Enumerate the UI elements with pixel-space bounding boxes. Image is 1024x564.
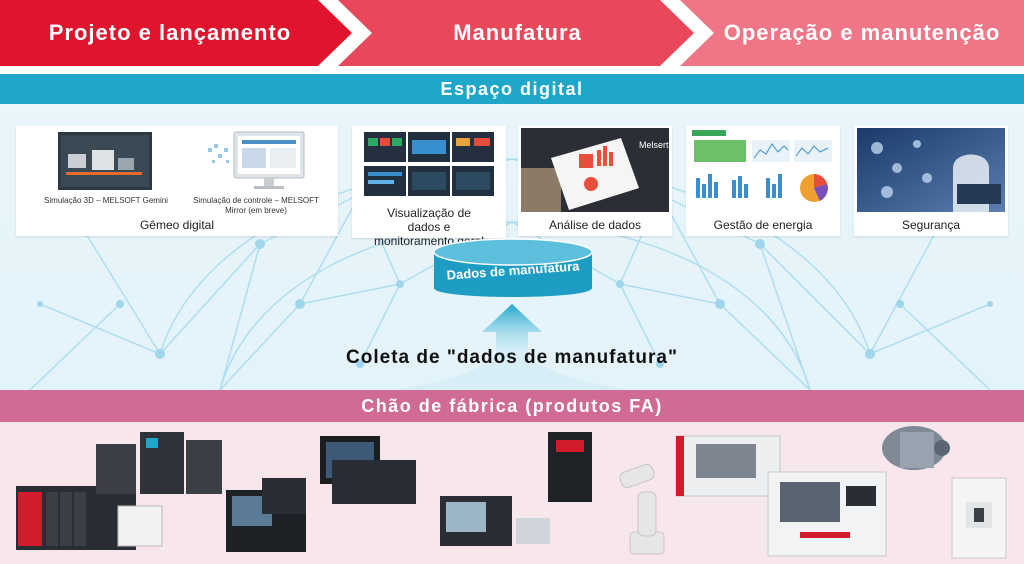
plc-icon xyxy=(16,486,163,550)
phase-label-manufacturing: Manufatura xyxy=(453,20,582,45)
circuit-breaker-icon xyxy=(951,477,1007,559)
collection-label: Coleta de "dados de manufatura" xyxy=(346,347,678,368)
phase-label-design: Projeto e lançamento xyxy=(48,20,292,45)
card-visualization: Visualização de dados e monitoramento ge… xyxy=(352,126,506,248)
digital-space-band: Espaço digital xyxy=(0,74,1024,104)
caption-3d-simulation: Simulação 3D – MELSOFT Gemini xyxy=(44,196,168,205)
card-caption-security: Segurança xyxy=(901,218,961,232)
security-cloud-icon xyxy=(857,128,1005,212)
phase-arrows-shapes xyxy=(0,0,1024,66)
monitor-icon xyxy=(208,131,305,189)
thumb-control-simulation xyxy=(206,130,306,196)
brand-text: Melsert xyxy=(639,140,669,150)
database-icon xyxy=(433,238,593,297)
shop-floor-products xyxy=(0,422,1024,564)
card-digital-twin: Simulação 3D – MELSOFT Gemini Simulação … xyxy=(16,126,338,236)
card-caption-energy-management: Gestão de energia xyxy=(713,218,813,232)
card-caption-data-analysis: Análise de dados xyxy=(548,218,642,232)
robot-arm-icon xyxy=(619,463,665,555)
hmi-icon xyxy=(320,436,550,546)
card-energy-management: Gestão de energia xyxy=(686,126,840,236)
thumb-3d-simulation xyxy=(58,132,152,190)
card-security: Segurança xyxy=(854,126,1008,236)
laser-machine-icon xyxy=(675,435,781,497)
card-caption-digital-twin: Gêmeo digital xyxy=(139,218,215,232)
shop-floor-band: Chão de fábrica (produtos FA) xyxy=(0,390,1024,422)
inverter-icon xyxy=(548,432,592,502)
caption-control-simulation: Simulação de controle – MELSOFT Mirror (… xyxy=(193,196,319,215)
energy-dashboard-icon xyxy=(692,130,832,202)
motor-icon xyxy=(882,426,950,470)
card-data-analysis: Melsert Análise de dados xyxy=(518,126,672,236)
phase-arrow-operation xyxy=(680,0,1024,66)
tablet-analytics-icon: Melsert xyxy=(521,128,669,212)
phase-label-operation: Operação e manutenção xyxy=(723,20,1001,45)
thumb-security xyxy=(857,128,1005,212)
edm-machine-icon xyxy=(767,471,887,557)
3d-sim-icon xyxy=(61,135,149,187)
upward-arrow-icon xyxy=(392,304,632,390)
thumb-visualization xyxy=(362,130,496,200)
thumb-energy-management xyxy=(690,128,836,212)
dashboard-screens-icon xyxy=(364,132,494,196)
phase-arrow-design xyxy=(0,0,352,66)
phase-arrows: Projeto e lançamento Manufatura Operação… xyxy=(0,0,1024,66)
servo-drive-icon xyxy=(96,432,222,494)
phase-arrow-manufacturing xyxy=(338,0,694,66)
cnc-controller-icon xyxy=(226,478,306,552)
fa-products-illustration xyxy=(16,426,1007,559)
thumb-data-analysis: Melsert xyxy=(521,128,669,212)
